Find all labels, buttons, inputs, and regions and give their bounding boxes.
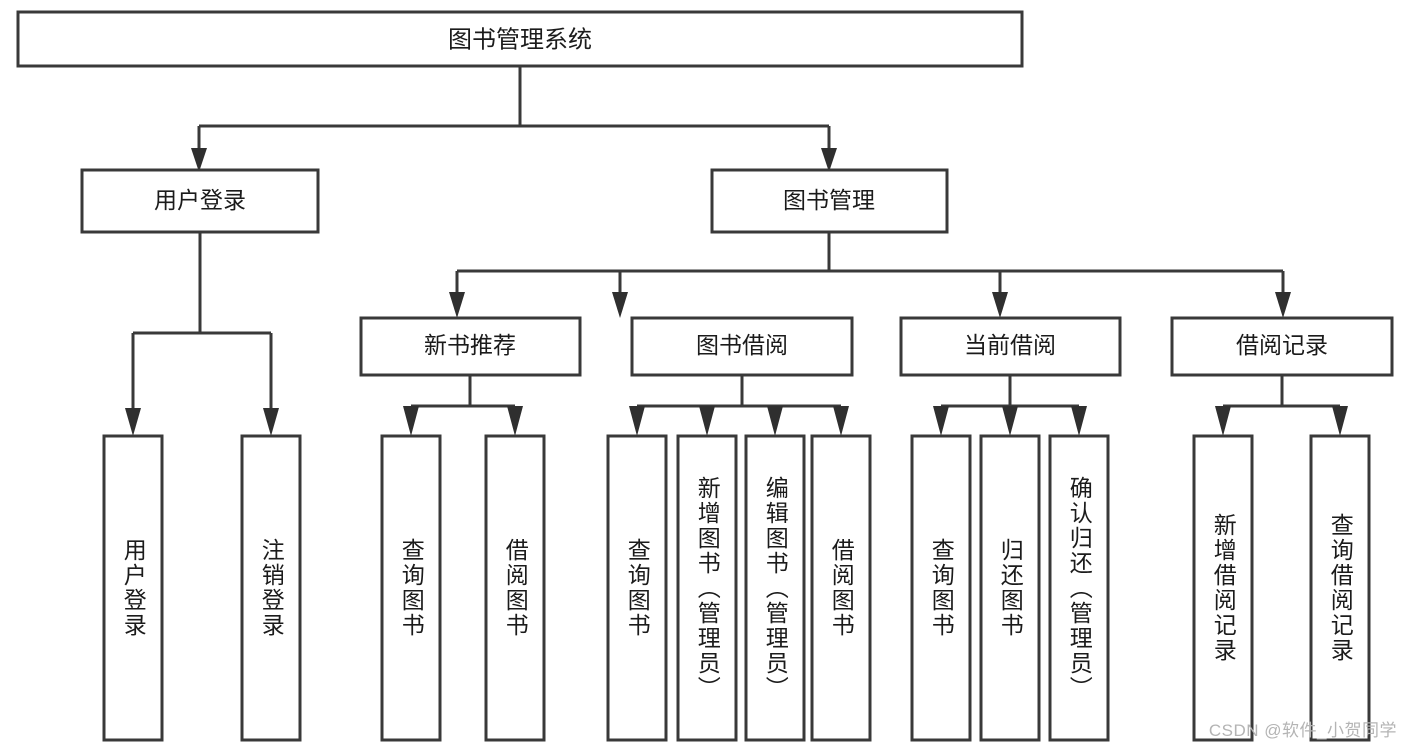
watermark-text: CSDN @软件_小贺同学 bbox=[1208, 721, 1397, 740]
connector-bookborrow-to-leaves bbox=[629, 375, 849, 436]
node-new-book-recommend-label: 新书推荐 bbox=[424, 332, 516, 358]
node-borrow-record[interactable] bbox=[1170, 316, 1394, 377]
node-book-management[interactable] bbox=[710, 168, 949, 234]
node-root-label: 图书管理系统 bbox=[448, 26, 592, 53]
leaf-box-user-login[interactable] bbox=[102, 434, 164, 742]
connector-newbook-to-leaves bbox=[403, 375, 523, 436]
leaf-box-edit-book-admin[interactable] bbox=[744, 434, 806, 742]
connector-bookmgmt-to-level3 bbox=[449, 232, 1291, 318]
node-book-management-label: 图书管理 bbox=[783, 187, 875, 213]
connector-currentborrow-to-leaves bbox=[933, 375, 1087, 436]
node-borrow-record-label: 借阅记录 bbox=[1236, 332, 1328, 358]
node-book-borrow[interactable] bbox=[630, 316, 854, 377]
leaf-box-query-borrow-record[interactable] bbox=[1309, 434, 1371, 742]
leaf-box-add-book-admin[interactable] bbox=[676, 434, 738, 742]
node-book-borrow-label: 图书借阅 bbox=[696, 332, 788, 358]
leaf-box-add-borrow-record[interactable] bbox=[1192, 434, 1254, 742]
leaf-box-borrow-book[interactable] bbox=[810, 434, 872, 742]
node-user-login-label: 用户登录 bbox=[154, 187, 246, 213]
leaf-box-return-book[interactable] bbox=[979, 434, 1041, 742]
connector-root-to-level2 bbox=[191, 66, 837, 172]
leaf-box-borrow-book-recommend[interactable] bbox=[484, 434, 546, 742]
leaf-box-confirm-return-admin[interactable] bbox=[1048, 434, 1110, 742]
leaf-box-logout[interactable] bbox=[240, 434, 302, 742]
node-root-book-management-system[interactable] bbox=[16, 10, 1024, 68]
node-user-login[interactable] bbox=[80, 168, 320, 234]
node-current-borrow[interactable] bbox=[899, 316, 1122, 377]
connector-userlogin-to-leaves bbox=[125, 232, 279, 436]
leaf-box-query-book-recommend[interactable] bbox=[380, 434, 442, 742]
node-current-borrow-label: 当前借阅 bbox=[964, 332, 1056, 358]
node-new-book-recommend[interactable] bbox=[359, 316, 582, 377]
leaf-box-query-book-borrow[interactable] bbox=[606, 434, 668, 742]
leaf-box-query-book-current[interactable] bbox=[910, 434, 972, 742]
connector-borrowrecord-to-leaves bbox=[1215, 375, 1348, 436]
